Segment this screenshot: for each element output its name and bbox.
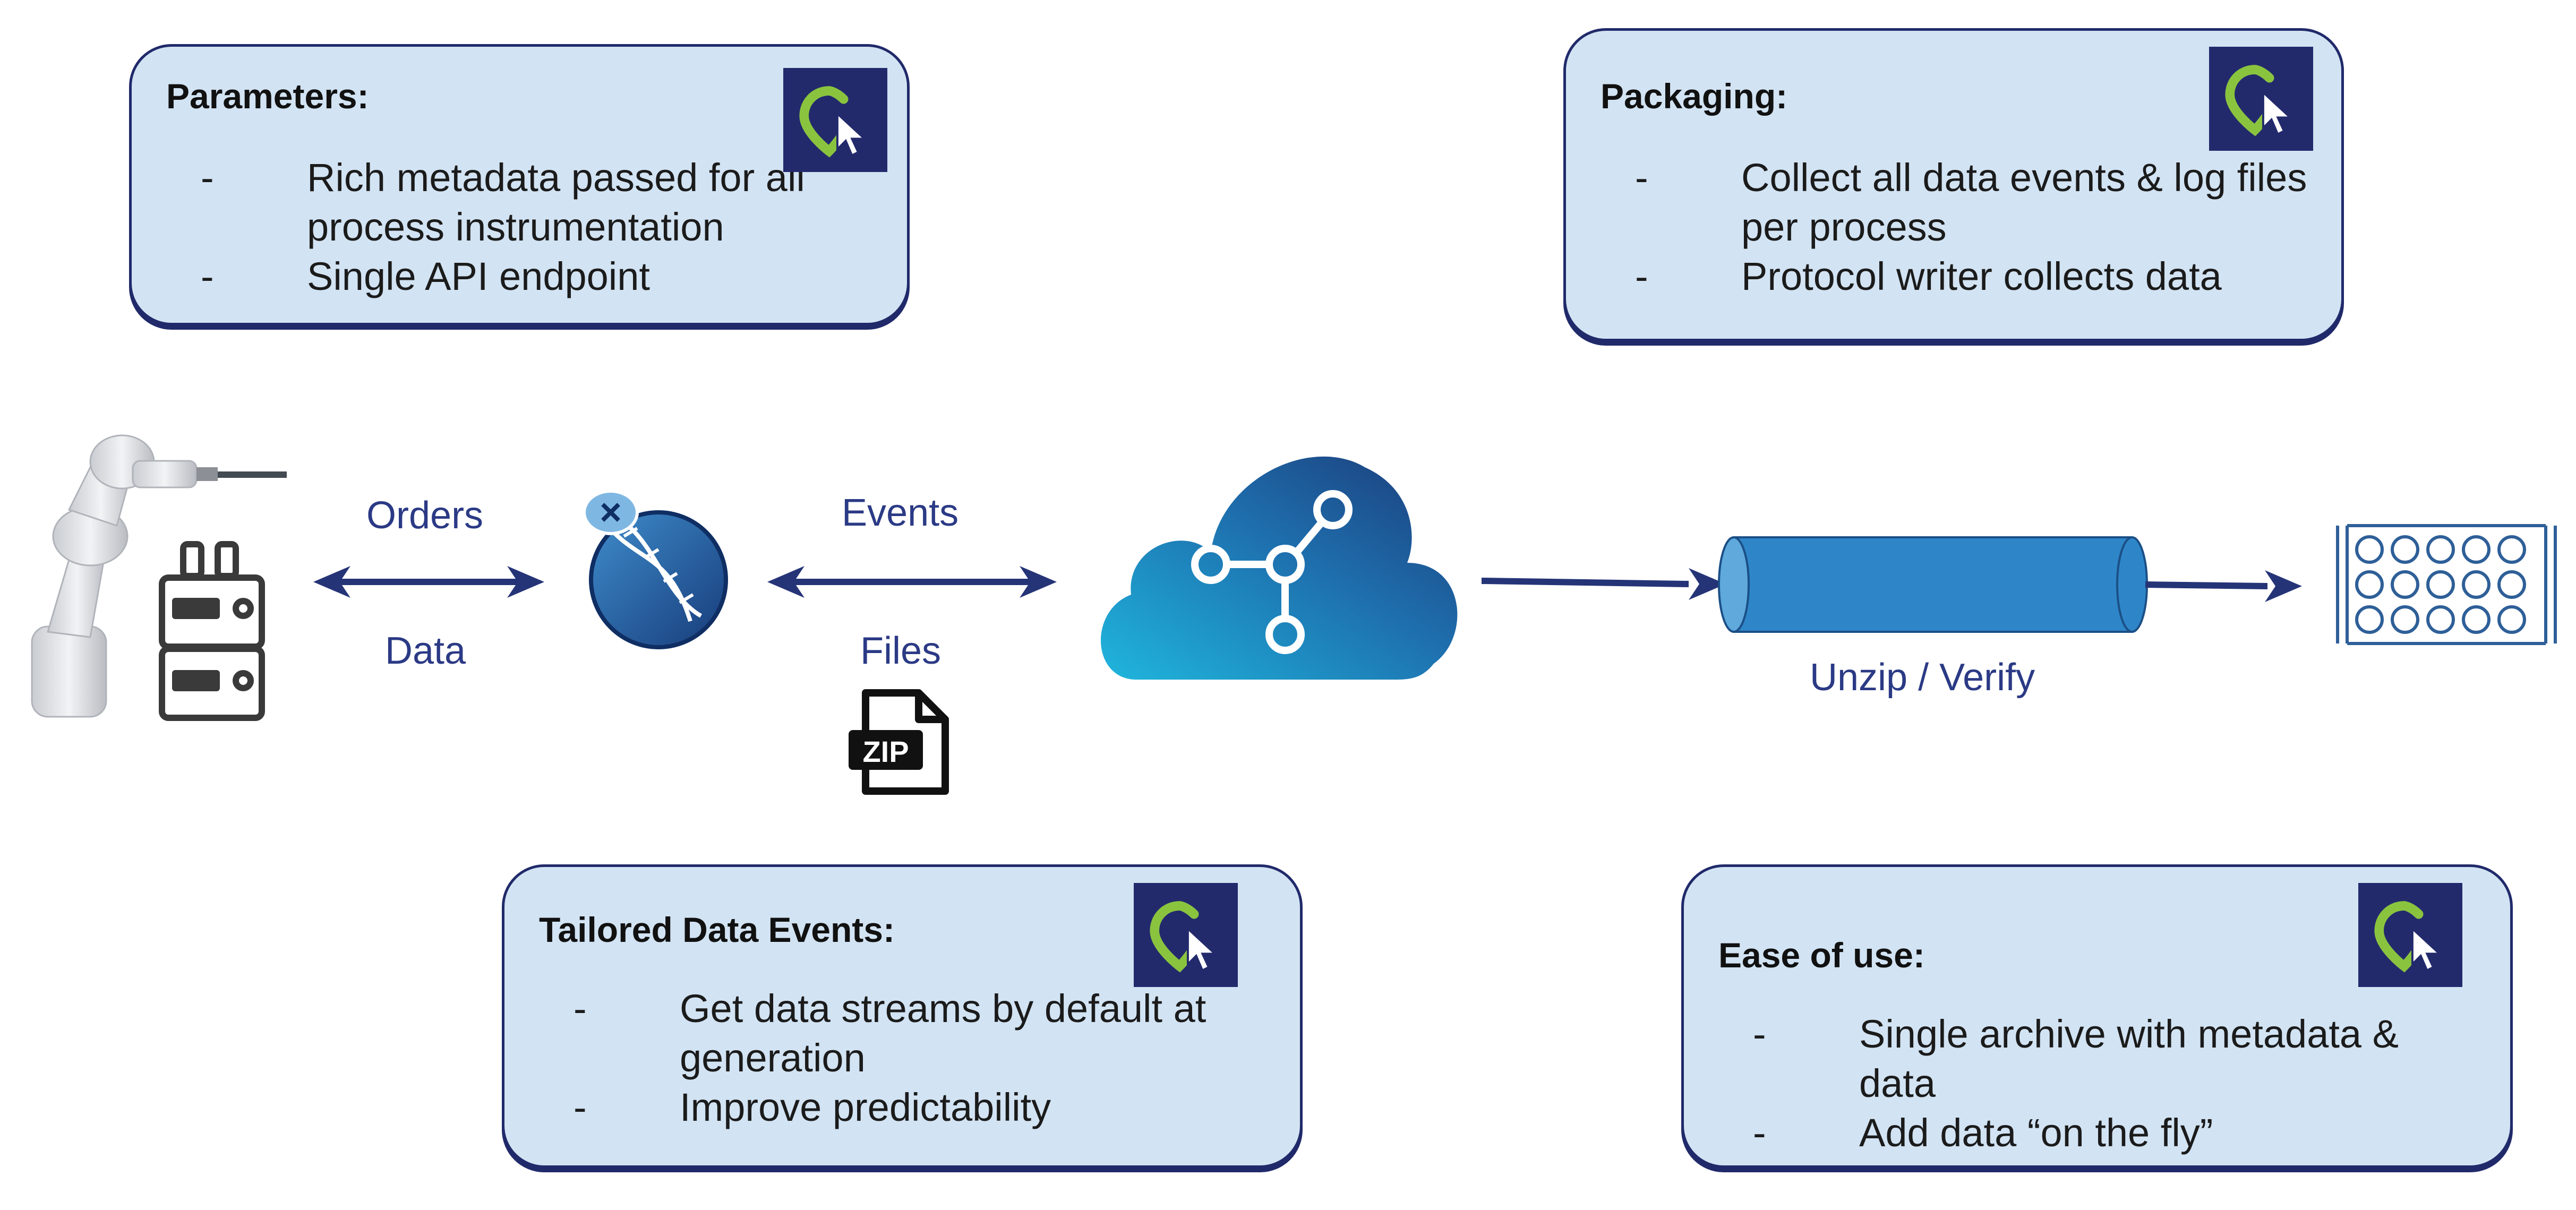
list-item: - Improve predictability xyxy=(574,1083,1237,1132)
logo-icon xyxy=(2209,47,2313,151)
zip-file-icon: ZIP xyxy=(849,689,949,795)
list-item-text: Add data “on the fly” xyxy=(1859,1111,2213,1155)
list-marker: - xyxy=(201,254,214,298)
list-item-text: Get data streams by default at generatio… xyxy=(680,986,1206,1080)
well xyxy=(2391,570,2419,599)
cylinder-icon xyxy=(1718,536,2148,633)
lab-instrument-icon xyxy=(159,541,265,721)
list-item-text: Collect all data events & log files per … xyxy=(1741,156,2307,249)
cloud-to-cylinder-arrow xyxy=(1482,568,1726,600)
list-item-text: Protocol writer collects data xyxy=(1741,254,2222,298)
orders-label: Orders xyxy=(366,494,484,537)
microplate-wells xyxy=(2355,535,2526,634)
list-marker: - xyxy=(1635,254,1648,298)
zip-label: ZIP xyxy=(862,735,909,768)
list-item-text: Rich metadata passed for all process ins… xyxy=(307,156,805,249)
list-item: - Protocol writer collects data xyxy=(1635,252,2315,301)
list-item-text: Improve predictability xyxy=(680,1085,1051,1129)
list-item: - Single API endpoint xyxy=(201,252,811,301)
list-marker: - xyxy=(574,1085,587,1129)
parameters-list: - Rich metadata passed for all process in… xyxy=(201,153,811,301)
well xyxy=(2355,535,2384,564)
well xyxy=(2391,535,2419,564)
events-label: Events xyxy=(842,492,959,534)
well xyxy=(2462,605,2491,634)
list-item: - Rich metadata passed for all process in… xyxy=(201,153,811,252)
data-label: Data xyxy=(385,630,466,672)
dna-capsule-icon xyxy=(583,490,728,649)
list-marker: - xyxy=(1753,1111,1766,1155)
well xyxy=(2426,570,2455,599)
well xyxy=(2462,570,2491,599)
well xyxy=(2355,570,2384,599)
well xyxy=(2462,535,2491,564)
ease-of-use-box: Ease of use: - Single archive with metada… xyxy=(1681,864,2513,1168)
ease-of-use-title: Ease of use: xyxy=(1718,936,1925,975)
well xyxy=(2497,605,2526,634)
well xyxy=(2497,570,2526,599)
robot-arm-icon xyxy=(31,434,287,718)
well xyxy=(2426,535,2455,564)
orders-data-arrow xyxy=(313,566,544,598)
well xyxy=(2497,535,2526,564)
cylinder-to-plate-arrow xyxy=(2145,570,2302,602)
list-item-text: Single archive with metadata & data xyxy=(1859,1012,2399,1105)
tailored-events-title: Tailored Data Events: xyxy=(539,910,895,949)
tailored-events-box: Tailored Data Events: - Get data streams … xyxy=(502,864,1303,1168)
list-marker: - xyxy=(1635,156,1648,200)
list-marker: - xyxy=(1753,1012,1766,1056)
microplate-icon xyxy=(2336,524,2557,645)
packaging-box: Packaging: - Collect all data events & lo… xyxy=(1563,28,2344,341)
ease-of-use-list: - Single archive with metadata & data - Ad… xyxy=(1753,1009,2470,1157)
well xyxy=(2426,605,2455,634)
parameters-title: Parameters: xyxy=(166,76,369,116)
parameters-box: Parameters: - Rich metadata passed for al… xyxy=(129,44,910,325)
well xyxy=(2391,605,2419,634)
events-files-arrow xyxy=(767,566,1057,598)
logo-icon xyxy=(1134,883,1238,987)
packaging-list: - Collect all data events & log files per… xyxy=(1635,153,2315,301)
packaging-title: Packaging: xyxy=(1601,76,1788,116)
list-item: - Collect all data events & log files per… xyxy=(1635,153,2315,252)
logo-icon xyxy=(2358,883,2462,987)
logo-icon xyxy=(783,68,887,172)
list-item: - Add data “on the fly” xyxy=(1753,1108,2470,1157)
list-item: - Single archive with metadata & data xyxy=(1753,1009,2470,1108)
list-item-text: Single API endpoint xyxy=(307,254,650,298)
unzip-verify-label: Unzip / Verify xyxy=(1810,656,2035,699)
tailored-events-list: - Get data streams by default at generati… xyxy=(574,984,1237,1132)
list-item: - Get data streams by default at generati… xyxy=(574,984,1237,1083)
list-marker: - xyxy=(574,986,587,1031)
cloud-network-icon xyxy=(1100,456,1458,680)
list-marker: - xyxy=(201,156,214,200)
well xyxy=(2355,605,2384,634)
files-label: Files xyxy=(860,630,942,672)
